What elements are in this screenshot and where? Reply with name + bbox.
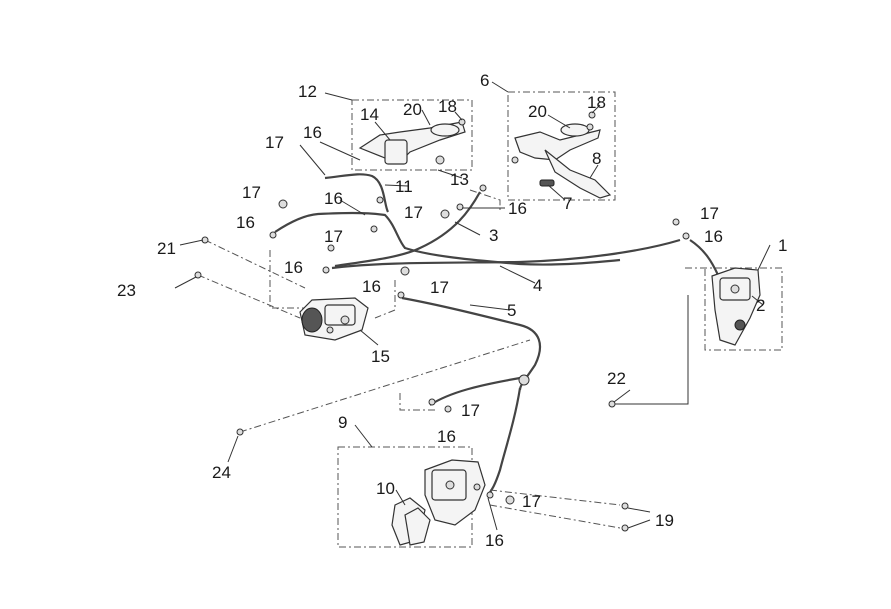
callout-19: 19	[655, 511, 674, 530]
abs-modulator-unit	[299, 297, 369, 341]
callout-10: 10	[376, 479, 395, 498]
brake-hose-rear	[689, 239, 719, 276]
brake-hose-4	[331, 238, 681, 270]
callout-22: 22	[607, 369, 626, 388]
callout-7: 7	[563, 194, 572, 213]
assembly-line-16e	[469, 189, 501, 210]
callout-1: 1	[778, 236, 787, 255]
callout-4: 4	[533, 276, 542, 295]
callout-11: 11	[395, 177, 413, 196]
callout-20-a: 20	[403, 100, 422, 119]
callout-labels: 1 2 3 4 5 6 7 8 9 10 11 12 13 14 15 16 1…	[117, 71, 787, 550]
callout-17-h: 17	[522, 492, 541, 511]
assembly-line-24	[239, 339, 531, 433]
callout-13: 13	[450, 170, 469, 189]
callout-20-b: 20	[528, 102, 547, 121]
brake-lines	[274, 173, 719, 496]
callout-18-b: 18	[587, 93, 606, 112]
callout-8: 8	[592, 149, 601, 168]
callout-17-b: 17	[242, 183, 261, 202]
callout-17-c: 17	[404, 203, 423, 222]
front-brake-caliper	[391, 459, 486, 546]
callout-18-a: 18	[438, 97, 457, 116]
callout-9: 9	[338, 413, 347, 432]
assembly-line-16c	[374, 280, 396, 319]
callout-23: 23	[117, 281, 136, 300]
callout-17-d: 17	[324, 227, 343, 246]
callout-16-b: 16	[324, 189, 343, 208]
assembly-line-16a	[269, 250, 310, 309]
callout-16-c: 16	[236, 213, 255, 232]
assembly-line-17f	[399, 393, 435, 411]
rear-brake-caliper	[711, 267, 761, 346]
callout-17-a: 17	[265, 133, 284, 152]
assembly-line-23	[197, 274, 301, 319]
callout-17-e: 17	[430, 278, 449, 297]
brake-hose-5	[401, 296, 542, 391]
group-box-front-caliper	[337, 446, 473, 548]
brake-hose-front	[487, 387, 522, 496]
callout-16-d: 16	[284, 258, 303, 277]
brake-hose-front-branch	[429, 376, 521, 406]
callout-16-h: 16	[437, 427, 456, 446]
callout-12: 12	[298, 82, 317, 101]
callout-6: 6	[480, 71, 489, 90]
callout-3: 3	[489, 226, 498, 245]
callout-16-i: 16	[485, 531, 504, 550]
brake-hose-3	[334, 191, 481, 268]
callout-5: 5	[507, 301, 516, 320]
callout-24: 24	[212, 463, 231, 482]
callout-16-e: 16	[362, 277, 381, 296]
group-boxes	[337, 91, 783, 548]
brake-hose-upper-left	[274, 211, 621, 266]
callout-17-f: 17	[700, 204, 719, 223]
assembly-line-19b	[489, 504, 621, 529]
brake-lever-assembly	[511, 111, 612, 199]
callout-15: 15	[371, 347, 390, 366]
rear-master-cylinder	[358, 118, 466, 165]
brake-hose-11	[324, 173, 390, 213]
assembly-lines	[197, 189, 621, 529]
callout-16-f: 16	[508, 199, 527, 218]
callout-21: 21	[157, 239, 176, 258]
group-box-brake-lever	[507, 91, 616, 201]
group-box-rear-master-cylinder	[351, 99, 473, 171]
callout-17-g: 17	[461, 401, 480, 420]
group-box-rear-caliper	[685, 267, 783, 351]
assembly-line-19a	[489, 489, 621, 506]
callout-14: 14	[360, 105, 379, 124]
callout-2: 2	[756, 296, 765, 315]
assembly-line-21	[204, 239, 306, 289]
callout-16-a: 16	[303, 123, 322, 142]
fittings	[194, 184, 690, 532]
callout-16-g: 16	[704, 227, 723, 246]
leader-lines	[174, 81, 771, 531]
